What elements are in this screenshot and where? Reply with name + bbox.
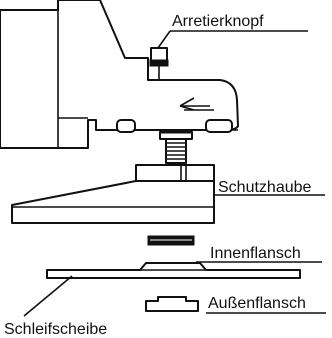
label-inner-flange: Innenflansch [210, 245, 301, 262]
label-guard: Schutzhaube [218, 179, 312, 196]
detent-button [149, 47, 169, 80]
inner-flange [147, 235, 195, 246]
grinding-disc-leader [23, 275, 73, 317]
grinding-disc [46, 262, 301, 279]
spindle [159, 129, 193, 164]
label-grinding-disc: Schleifscheibe [4, 321, 107, 338]
label-detent-button: Arretierknopf [172, 13, 264, 30]
label-outer-flange: Außenflansch [208, 295, 306, 312]
detent-button-leader [157, 30, 171, 49]
guard [11, 164, 215, 224]
outer-flange [145, 296, 199, 312]
